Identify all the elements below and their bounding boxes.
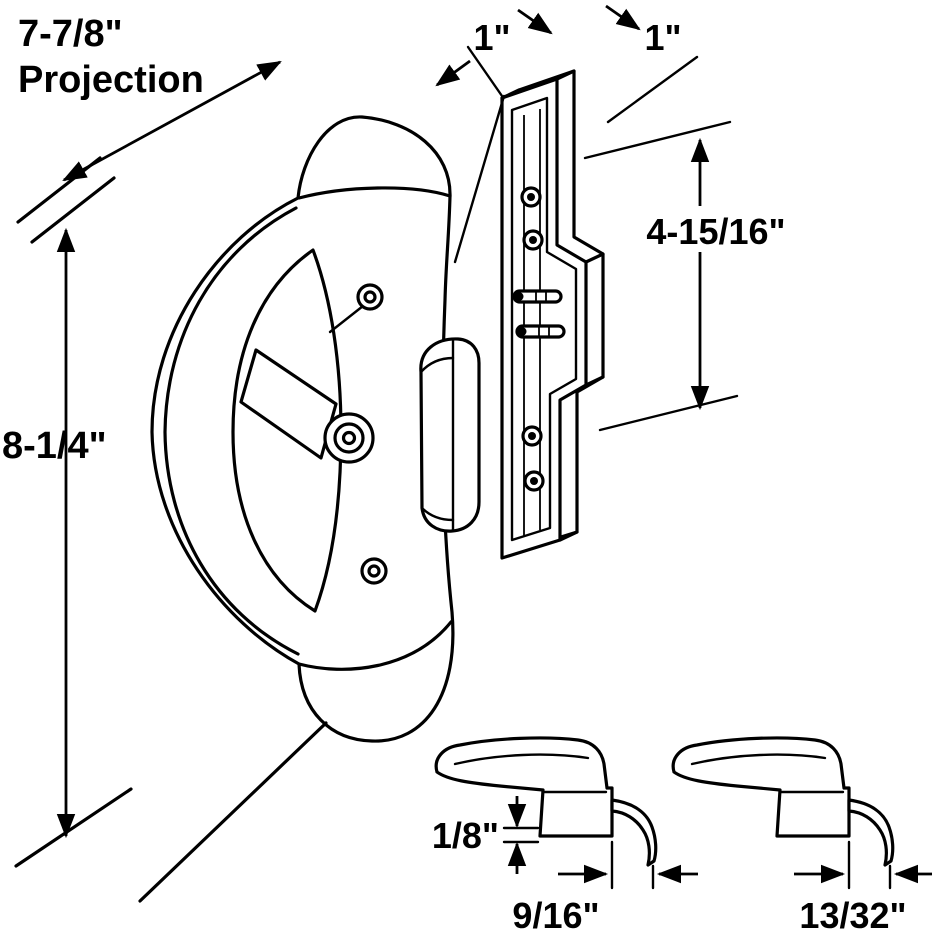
plate-witness-ext bbox=[466, 45, 504, 98]
hook-left-witness bbox=[610, 840, 655, 890]
handle-bottom-cap-line bbox=[297, 620, 453, 671]
screw-post-1 bbox=[520, 186, 542, 208]
screw-post-3 bbox=[521, 425, 543, 447]
bottom-witness-line bbox=[14, 787, 133, 868]
latch-plate bbox=[500, 69, 605, 560]
label-projection-word: Projection bbox=[18, 59, 204, 101]
thumb-turn-lever bbox=[239, 348, 375, 464]
hook-thickness-witness bbox=[502, 826, 540, 844]
plate-witness-b bbox=[606, 55, 699, 124]
mounting-screw-hole-top bbox=[356, 283, 384, 311]
dimension-lines bbox=[14, 4, 932, 890]
label-overall-height: 8-1/4" bbox=[2, 425, 107, 467]
label-plate-width-front: 1" bbox=[473, 17, 510, 58]
dim-width-right-arrow bbox=[605, 4, 641, 31]
hook-right-witness bbox=[847, 840, 892, 890]
label-hook-thickness: 1/8" bbox=[432, 815, 499, 856]
dimension-labels: 7-7/8" Projection 8-1/4" 1" 1" 4-15/16" … bbox=[2, 13, 907, 936]
screw-post-4 bbox=[523, 470, 545, 492]
plate-witness-a bbox=[453, 94, 506, 264]
plate-crease-line bbox=[328, 304, 365, 334]
label-plate-width-back: 1" bbox=[644, 17, 681, 58]
latch-plate-edge-connectors bbox=[500, 69, 605, 542]
wall-plane-tick-1 bbox=[16, 156, 102, 224]
door-handle bbox=[138, 115, 481, 903]
dim-width-mid-arrow bbox=[517, 8, 553, 35]
thumb-lever-boss-center bbox=[341, 430, 357, 446]
dim-width-left-arrow bbox=[435, 59, 471, 87]
grip-inner-profile bbox=[163, 206, 300, 656]
plate-height-witness-bottom bbox=[598, 394, 739, 432]
door-edge-line bbox=[138, 721, 328, 903]
label-hook-width-left: 9/16" bbox=[512, 895, 599, 936]
mounting-screw-hole-bottom bbox=[360, 557, 388, 585]
wall-plane-tick-2 bbox=[30, 176, 116, 244]
dim-projection-arrow bbox=[62, 60, 282, 182]
handle-top-cap-line bbox=[297, 186, 452, 200]
label-projection-value: 7-7/8" bbox=[18, 13, 123, 55]
screw-post-2 bbox=[522, 229, 544, 251]
lock-lever-right bbox=[671, 736, 895, 867]
latch-pin-2 bbox=[515, 324, 566, 339]
latch-pin-1 bbox=[512, 289, 563, 304]
label-latch-plate-height: 4-15/16" bbox=[646, 211, 785, 252]
label-hook-width-right: 13/32" bbox=[799, 895, 906, 936]
plate-height-witness-top bbox=[583, 120, 732, 160]
latch-hook-clip bbox=[419, 337, 481, 533]
thumb-lever-blade bbox=[239, 348, 338, 460]
